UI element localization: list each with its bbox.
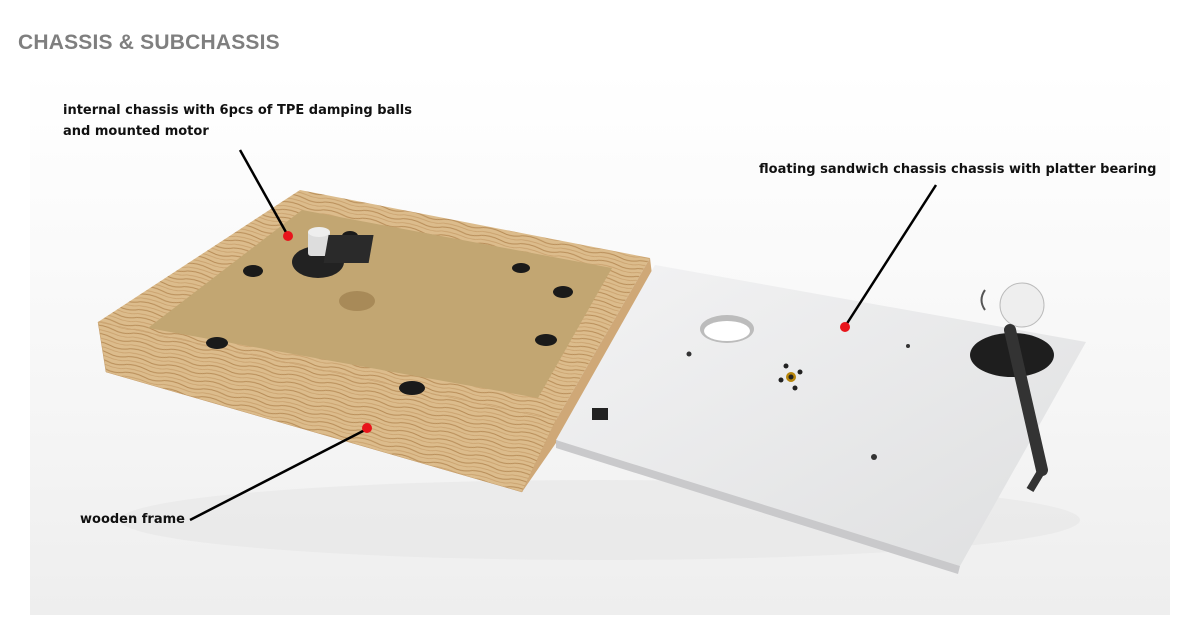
annotation-internal-chassis: internal chassis with 6pcs of TPE dampin… [63,103,412,139]
internal-chassis [148,210,612,398]
electronics-box [323,235,374,263]
marker-dot [362,423,372,433]
bearing-hole [339,291,375,311]
floating-sandwich-chassis [556,265,1086,574]
annotation-wooden-frame: wooden frame [80,512,185,527]
marker-dot [283,231,293,241]
leader-line-wooden-frame [189,428,366,522]
leader-line-internal-chassis [238,149,289,235]
leader-line-floating-chassis [844,184,938,326]
page-title: CHASSIS & SUBCHASSIS [18,31,280,54]
marker-dot [840,322,850,332]
tonearm [970,282,1054,493]
annotation-floating-chassis: floating sandwich chassis chassis with p… [759,162,1157,177]
damping-balls [206,231,573,395]
